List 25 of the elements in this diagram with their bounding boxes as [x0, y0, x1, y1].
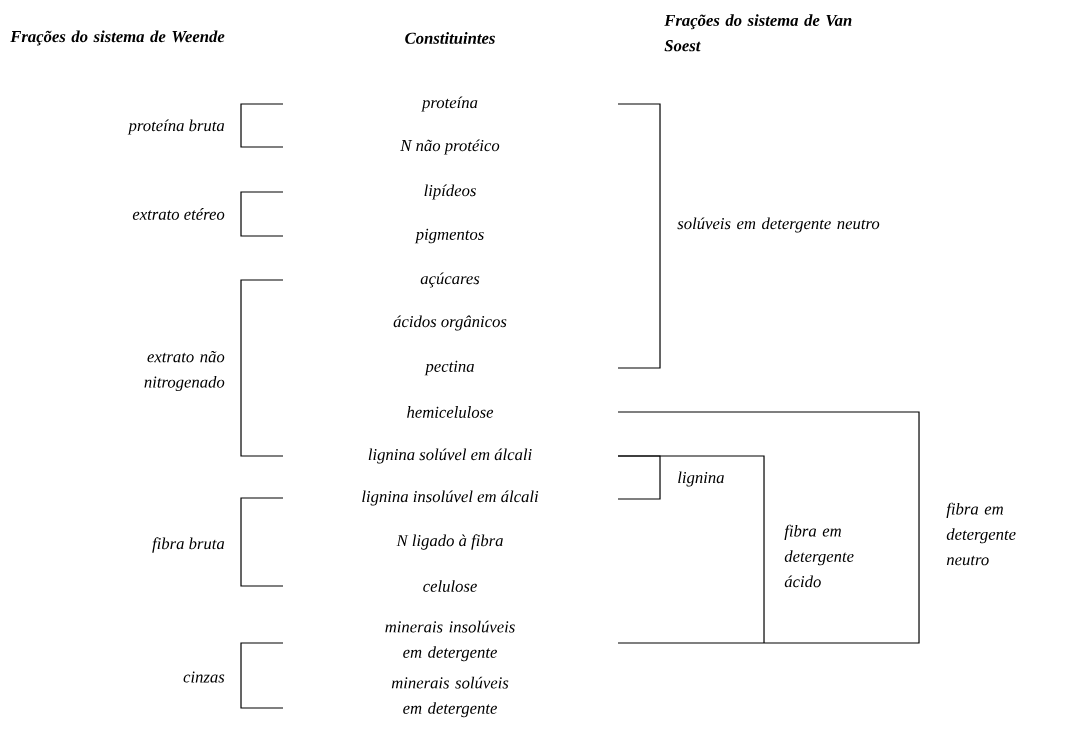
- constituent-label: lignina insolúvel em álcali: [362, 490, 539, 506]
- constituent-label: pectina: [424, 360, 474, 376]
- fraction-label: extrato não nitrogenado: [144, 350, 225, 392]
- constituent-label: celulose: [423, 580, 477, 592]
- fraction-label: cinzas: [183, 671, 225, 683]
- column-heading: Frações do sistema de Weende: [10, 30, 225, 46]
- constituent-label: ácidos orgânicos: [393, 315, 507, 331]
- constituent-label: lignina solúvel em álcali: [368, 448, 532, 464]
- fraction-label: proteína bruta: [127, 119, 225, 135]
- constituent-label: açúcares: [420, 272, 480, 288]
- constituent-label: lipídeos: [424, 184, 476, 200]
- fraction-label: fibra em detergente ácido: [784, 524, 854, 588]
- constituent-label: N ligado à fibra: [396, 534, 503, 550]
- fraction-label: fibra bruta: [152, 537, 225, 553]
- fraction-label: solúveis em detergente neutro: [677, 217, 880, 233]
- column-heading: Constituintes: [405, 32, 495, 44]
- constituent-label: hemicelulose: [407, 406, 494, 418]
- fraction-label: extrato etéreo: [132, 208, 225, 220]
- constituent-label: minerais solúveis em detergente: [391, 676, 509, 718]
- constituent-label: proteína: [421, 96, 478, 112]
- constituent-label: N não protéico: [400, 139, 500, 155]
- constituent-label: pigmentos: [414, 228, 484, 244]
- fraction-label: fibra em detergente neutro: [946, 502, 1016, 566]
- fraction-label: lignina: [678, 471, 724, 487]
- column-heading: Frações do sistema de Van Soest: [664, 14, 852, 52]
